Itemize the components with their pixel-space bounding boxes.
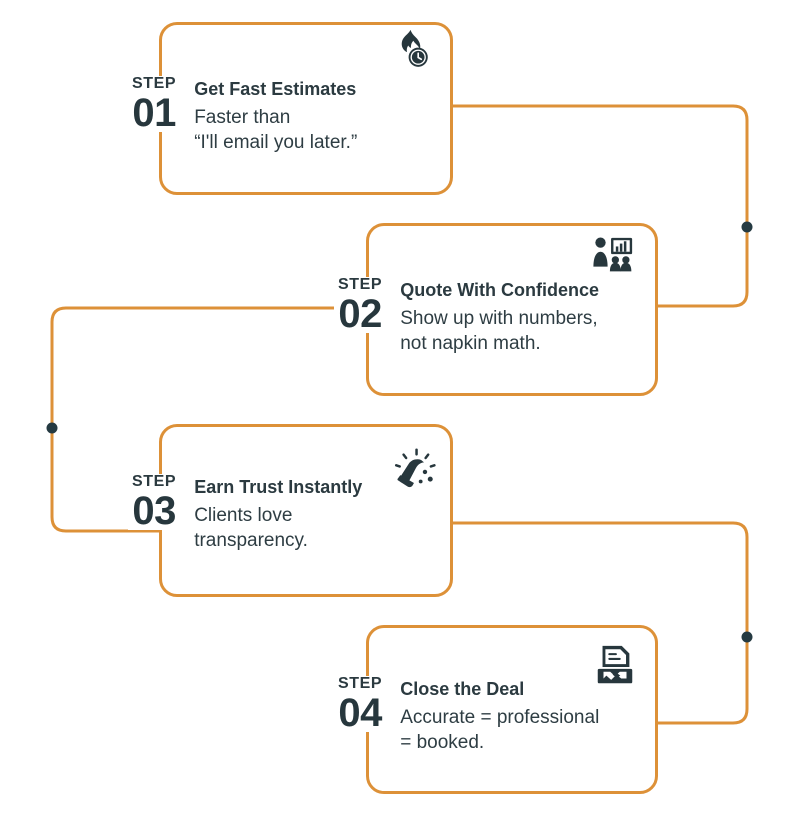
connector-dot-1: [741, 221, 753, 233]
step-3-number: 03: [132, 489, 176, 533]
step-card-3-content: STEP 03 Earn Trust Instantly Clients lov…: [128, 474, 362, 553]
step-2-number: 02: [338, 292, 382, 336]
step-2-description: Show up with numbers, not napkin math.: [400, 307, 598, 354]
document-handshake-icon: [597, 645, 633, 684]
step-1-description: Faster than “I'll email you later.”: [194, 106, 358, 153]
step-4-title: Close the Deal: [400, 679, 525, 699]
step-4-text-block: Close the Deal Accurate = professional =…: [400, 676, 599, 755]
confetti-popper-icon: [394, 448, 436, 488]
step-3-text-block: Earn Trust Instantly Clients love transp…: [194, 474, 362, 553]
step-2-label: STEP: [338, 276, 383, 293]
presentation-audience-icon: [593, 237, 633, 272]
step-3-number-block: STEP 03: [128, 473, 181, 533]
step-1-number-block: STEP 01: [128, 75, 181, 135]
connector-dot-3: [741, 631, 753, 643]
step-card-2-content: STEP 02 Quote With Confidence Show up wi…: [334, 277, 599, 356]
step-1-title: Get Fast Estimates: [194, 79, 357, 99]
step-card-4-content: STEP 04 Close the Deal Accurate = profes…: [334, 676, 599, 755]
step-1-number: 01: [132, 91, 176, 135]
connector-dot-2: [46, 422, 58, 434]
step-3-description: Clients love transparency.: [194, 504, 308, 551]
step-4-number-block: STEP 04: [334, 675, 387, 735]
step-2-title: Quote With Confidence: [400, 280, 600, 300]
step-4-description: Accurate = professional = booked.: [400, 706, 600, 753]
step-2-text-block: Quote With Confidence Show up with numbe…: [400, 277, 599, 356]
step-4-label: STEP: [338, 675, 383, 692]
step-1-text-block: Get Fast Estimates Faster than “I'll ema…: [194, 76, 357, 155]
step-card-1[interactable]: [159, 22, 453, 195]
step-3-label: STEP: [132, 473, 177, 490]
step-1-label: STEP: [132, 75, 177, 92]
step-2-number-block: STEP 02: [334, 276, 387, 336]
step-3-title: Earn Trust Instantly: [194, 477, 363, 497]
fire-clock-icon: [401, 29, 428, 67]
step-card-1-content: STEP 01 Get Fast Estimates Faster than “…: [128, 76, 357, 155]
step-4-number: 04: [338, 691, 382, 735]
